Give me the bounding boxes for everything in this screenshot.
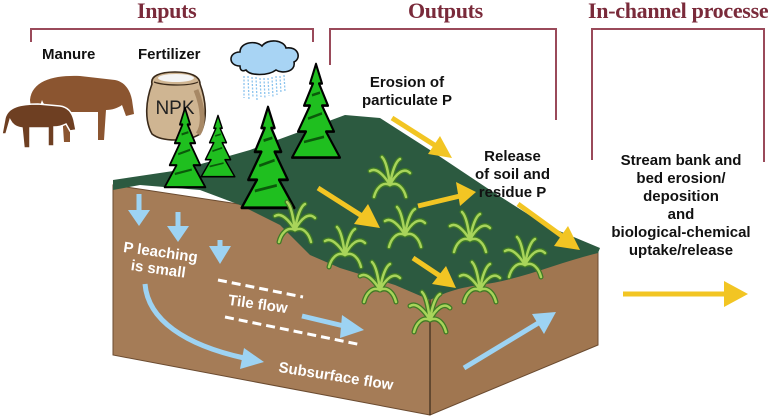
field-arrow xyxy=(316,185,380,228)
field-arrow xyxy=(411,255,456,288)
in-channel-description: Stream bank and bed erosion/ deposition … xyxy=(597,152,765,260)
erosion-label-line: particulate P xyxy=(362,92,453,109)
surface-arrows xyxy=(316,115,748,307)
leaching-arrow xyxy=(209,240,231,264)
in-channel-line: uptake/release xyxy=(628,242,734,259)
in-channel-arrow xyxy=(623,281,748,307)
in-channel-line: bed erosion/ xyxy=(636,170,726,187)
rain-cloud-icon xyxy=(230,40,299,101)
manure-label: Manure xyxy=(42,46,96,63)
outputs-header: Outputs xyxy=(408,0,483,23)
leaching-arrow xyxy=(167,212,189,242)
tree-icon xyxy=(200,114,236,178)
release-arrow xyxy=(417,182,476,209)
manure-cattle-icon xyxy=(1,75,134,149)
water-arrows xyxy=(128,194,556,371)
in-channel-line: biological-chemical xyxy=(611,224,751,241)
grass-surface xyxy=(113,115,600,300)
inputs-header: Inputs xyxy=(137,0,197,23)
in-channel-header: In-channel processes xyxy=(588,0,768,23)
runoff-arrow xyxy=(516,201,580,250)
tile-drain-lower xyxy=(224,315,363,347)
erosion-label-line: Erosion of xyxy=(369,74,445,91)
outflow-arrow xyxy=(462,312,556,371)
release-label-line: Release xyxy=(484,148,541,165)
in-channel-line: deposition xyxy=(643,188,719,205)
release-label-line: residue P xyxy=(478,184,547,201)
tile-flow-arrow xyxy=(301,313,364,338)
in-channel-line: Stream bank and xyxy=(620,152,742,169)
tree-icon xyxy=(290,62,342,159)
inputs-bracket xyxy=(30,28,314,42)
leaching-arrow xyxy=(128,194,150,226)
erosion-label: Erosion of particulate P xyxy=(362,74,452,110)
fertilizer-bag-label: NPK xyxy=(155,98,194,119)
subsurface-flow-arrow xyxy=(142,283,264,369)
tile-drain-upper xyxy=(217,278,304,299)
fertilizer-label: Fertilizer xyxy=(138,46,201,63)
erosion-arrow xyxy=(390,115,452,158)
fertilizer-bag-icon xyxy=(145,71,207,141)
in-channel-line: and xyxy=(667,206,695,223)
outputs-bracket xyxy=(329,28,557,120)
release-label: Release of soil and residue P xyxy=(475,148,550,202)
in-channel-bracket xyxy=(591,28,765,162)
release-label-line: of soil and xyxy=(475,166,550,183)
